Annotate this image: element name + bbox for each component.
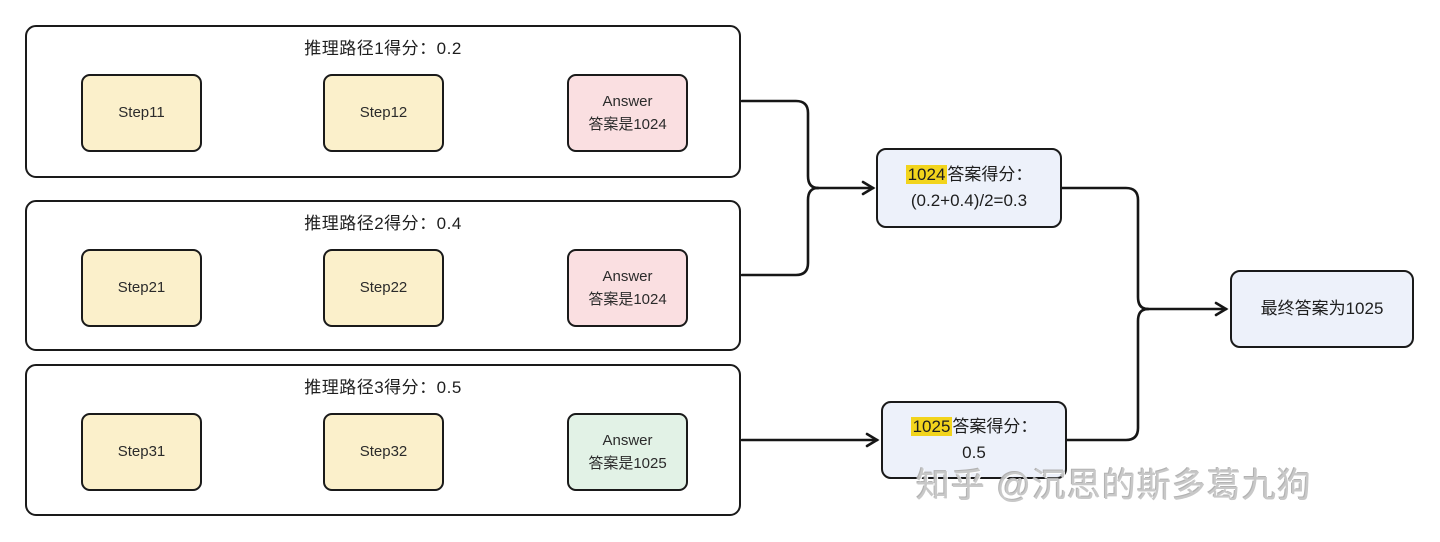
answer-node-path-2: Answer 答案是1024 xyxy=(567,249,688,327)
answer-node-title: Answer xyxy=(602,431,653,449)
aggregate-1025-label: 答案得分： xyxy=(952,416,1038,436)
answer-node-path-1: Answer 答案是1024 xyxy=(567,74,688,152)
answer-node-title: Answer xyxy=(602,92,653,110)
final-answer-box: 最终答案为1025 xyxy=(1230,270,1414,348)
aggregate-1024-formula: (0.2+0.4)/2=0.3 xyxy=(910,191,1028,210)
answer-node-text: 答案是1025 xyxy=(588,455,667,472)
answer-node-title: Answer xyxy=(602,267,653,285)
step21-node: Step21 xyxy=(81,249,202,327)
aggregate-1025-formula: 0.5 xyxy=(962,443,986,462)
reasoning-path-2-container: 推理路径2得分：0.4 Step21 Step22 Answer 答案是1024 xyxy=(25,200,741,351)
connector-aggregate-1025-to-merge xyxy=(1063,307,1150,442)
path-2-title: 推理路径2得分：0.4 xyxy=(304,214,462,233)
reasoning-path-3-container: 推理路径3得分：0.5 Step31 Step32 Answer 答案是1025 xyxy=(25,364,741,516)
reasoning-path-1-container: 推理路径1得分：0.2 Step11 Step12 Answer 答案是1024 xyxy=(25,25,741,178)
path-3-title: 推理路径3得分：0.5 xyxy=(304,378,462,397)
watermark: 知乎 @沉思的斯多葛九狗 xyxy=(916,467,1312,505)
answer-node-path-3: Answer 答案是1025 xyxy=(567,413,688,491)
connector-path2-to-merge xyxy=(740,186,820,277)
path-1-title: 推理路径1得分：0.2 xyxy=(304,39,462,58)
step11-node: Step11 xyxy=(81,74,202,152)
step31-node: Step31 xyxy=(81,413,202,491)
connector-path1-to-merge xyxy=(740,99,820,190)
connector-aggregate-1024-to-merge xyxy=(1058,186,1150,311)
highlight-1024: 1024 xyxy=(905,164,948,184)
step22-node: Step22 xyxy=(323,249,444,327)
answer-node-text: 答案是1024 xyxy=(588,116,667,133)
step12-node: Step12 xyxy=(323,74,444,152)
answer-node-text: 答案是1024 xyxy=(588,291,667,308)
aggregate-1024-label: 答案得分： xyxy=(947,164,1033,184)
highlight-1025: 1025 xyxy=(910,416,953,436)
step32-node: Step32 xyxy=(323,413,444,491)
